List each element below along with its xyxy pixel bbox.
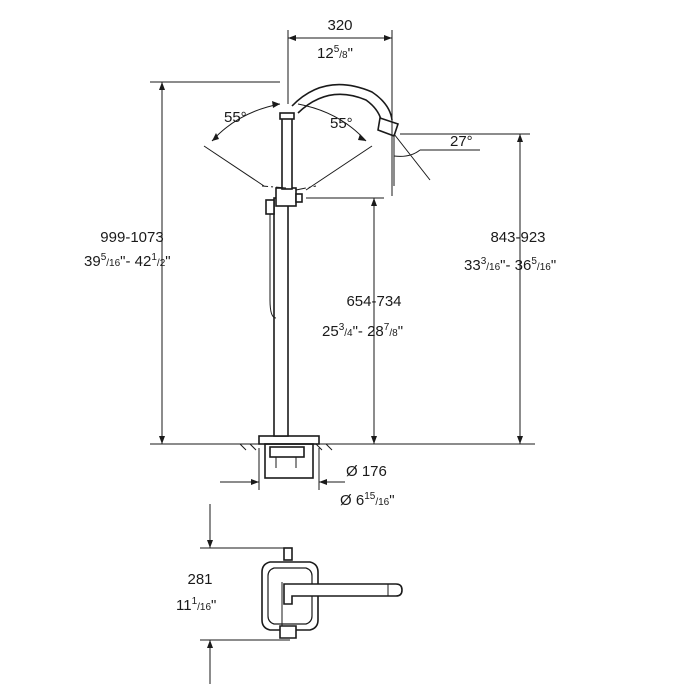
total-height-mm: 999-1073: [100, 229, 163, 246]
mixer-height-mm: 654-734: [346, 293, 401, 310]
hose: [269, 212, 277, 319]
base-diameter-inch: Ø 615/16": [340, 491, 395, 509]
mount-fitting: [269, 446, 305, 458]
base-diameter-mm: Ø 176: [346, 463, 387, 480]
mixer-body: [275, 187, 297, 207]
spout-inner: [297, 93, 383, 125]
plan-depth-inch: 111/16": [176, 596, 216, 614]
angle-right-label: 55°: [330, 115, 353, 132]
angle-left-label: 55°: [224, 109, 247, 126]
hand-shower: [281, 116, 293, 190]
plan-depth-mm: 281: [187, 571, 212, 588]
spout-height-inch: 333/16"- 365/16": [464, 256, 556, 274]
top-width-mm: 320: [327, 17, 352, 34]
spout-outlet: [377, 116, 400, 138]
spout-outer: [291, 83, 393, 121]
spout-height-mm: 843-923: [490, 229, 545, 246]
plan-spout: [283, 583, 403, 605]
floor-mount: [264, 443, 314, 479]
spout-angle-line: [393, 133, 431, 181]
plan-mixer: [279, 625, 297, 639]
ground-hatch: [236, 443, 333, 451]
mixer-knob: [295, 193, 303, 203]
hand-shower-head: [279, 112, 295, 120]
faucet-column: [273, 197, 289, 437]
swing-line-right: [305, 145, 373, 191]
top-width-inch: 125/8": [317, 44, 353, 62]
swing-line-left: [261, 185, 287, 189]
hose-connector: [265, 199, 275, 215]
angle-spout-label: 27°: [450, 133, 473, 150]
base-plate: [258, 435, 320, 445]
plan-view: [261, 547, 403, 639]
mixer-height-inch: 253/4"- 287/8": [322, 322, 403, 340]
total-height-inch: 395/16"- 421/2": [84, 252, 171, 270]
